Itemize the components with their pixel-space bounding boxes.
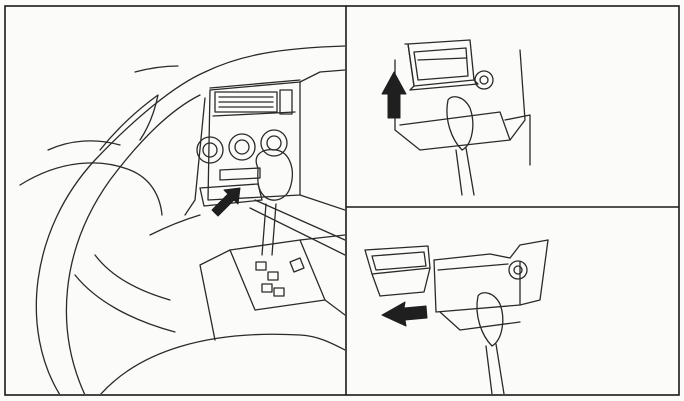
seat-curve (100, 333, 345, 394)
tray-slide-panel (364, 239, 549, 394)
dashboard-ledge (209, 79, 301, 89)
dashboard-overview-panel (19, 45, 345, 394)
climate-knob-left (196, 136, 224, 164)
climate-knob-center (228, 133, 256, 161)
console-frame (394, 49, 526, 151)
tray-lift-panel (381, 39, 531, 196)
shift-lever (255, 149, 293, 256)
steering-wheel (19, 65, 206, 394)
audio-unit (212, 89, 296, 117)
shift-lever (476, 292, 505, 394)
storage-tray (404, 39, 479, 91)
tray-slot (199, 183, 263, 207)
console-frame (433, 239, 549, 331)
arrow-diagonal-icon (211, 187, 241, 217)
arrow-up-icon (381, 71, 407, 119)
console-knob (474, 70, 494, 90)
storage-tray (364, 245, 431, 297)
center-console (184, 69, 345, 216)
console-switch (219, 167, 261, 181)
arrow-left-icon (381, 301, 428, 327)
shift-lever (446, 96, 475, 196)
console-knob (508, 260, 528, 280)
console-side (504, 114, 531, 166)
outer-frame (4, 5, 680, 396)
dashboard-top-edge (204, 45, 345, 73)
callout-lines (249, 199, 345, 256)
shifter-gate (199, 234, 345, 341)
trim-curve (149, 214, 201, 236)
